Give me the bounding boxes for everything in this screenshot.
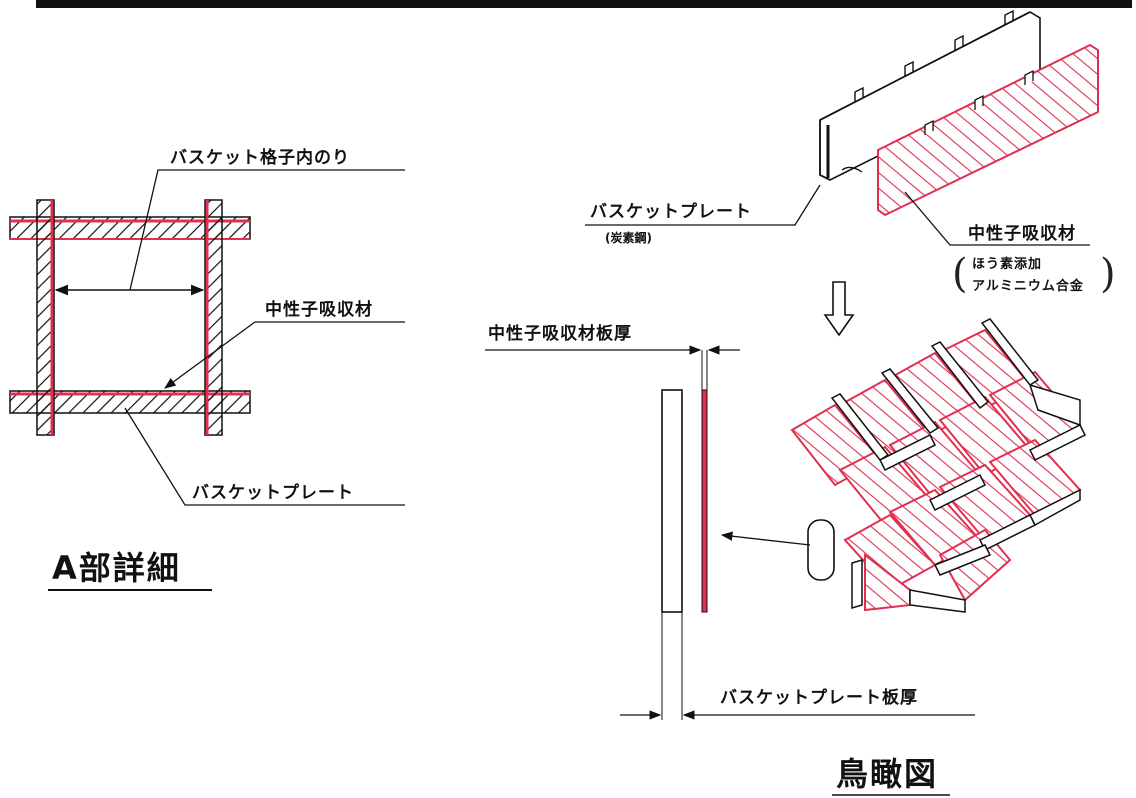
isometric-grid [790,318,1087,796]
iso-material-paren-right: ) [1100,251,1116,297]
detail-absorber-leader [164,321,405,389]
iso-absorber-material-1: ほう素添加 [972,257,1043,272]
detail-absorber-label: 中性子吸収材 [265,300,373,320]
isometric-title: 鳥瞰図 [836,755,939,793]
detail-left-plate [36,199,55,436]
thickness-plate [661,389,683,613]
thickness-absorber [701,389,708,613]
detail-title: A部詳細 [52,549,181,587]
detail-cross-section [9,169,405,591]
detail-inner-leader [129,169,405,291]
iso-absorber-material-2: アルミニウム合金 [972,279,1084,294]
absorber-thickness-label: 中性子吸収材板厚 [488,324,632,344]
exploded-absorber-plate [877,43,1099,217]
detail-plate-label: バスケットプレート [192,483,354,503]
exploded-plate-leader [585,184,821,226]
assembly-down-arrow [823,281,855,337]
plate-thickness-label: バスケットプレート板厚 [720,688,918,708]
iso-material-paren-left: ( [952,251,968,297]
detail-bottom-plate [9,390,251,414]
exploded-absorber-leader [904,191,1090,246]
isometric-callout [807,519,835,581]
exploded-view [585,9,1099,337]
detail-plate-leader [124,407,405,506]
iso-plate-material: (炭素鋼) [605,231,652,245]
iso-absorber-label: 中性子吸収材 [968,224,1076,244]
top-border [36,0,1132,8]
detail-pointer-arrow [720,531,811,546]
detail-inner-label: バスケット格子内のり [170,148,350,168]
thickness-drawing [485,345,975,720]
detail-right-plate [204,199,223,436]
iso-plate-label: バスケットプレート [590,202,752,222]
